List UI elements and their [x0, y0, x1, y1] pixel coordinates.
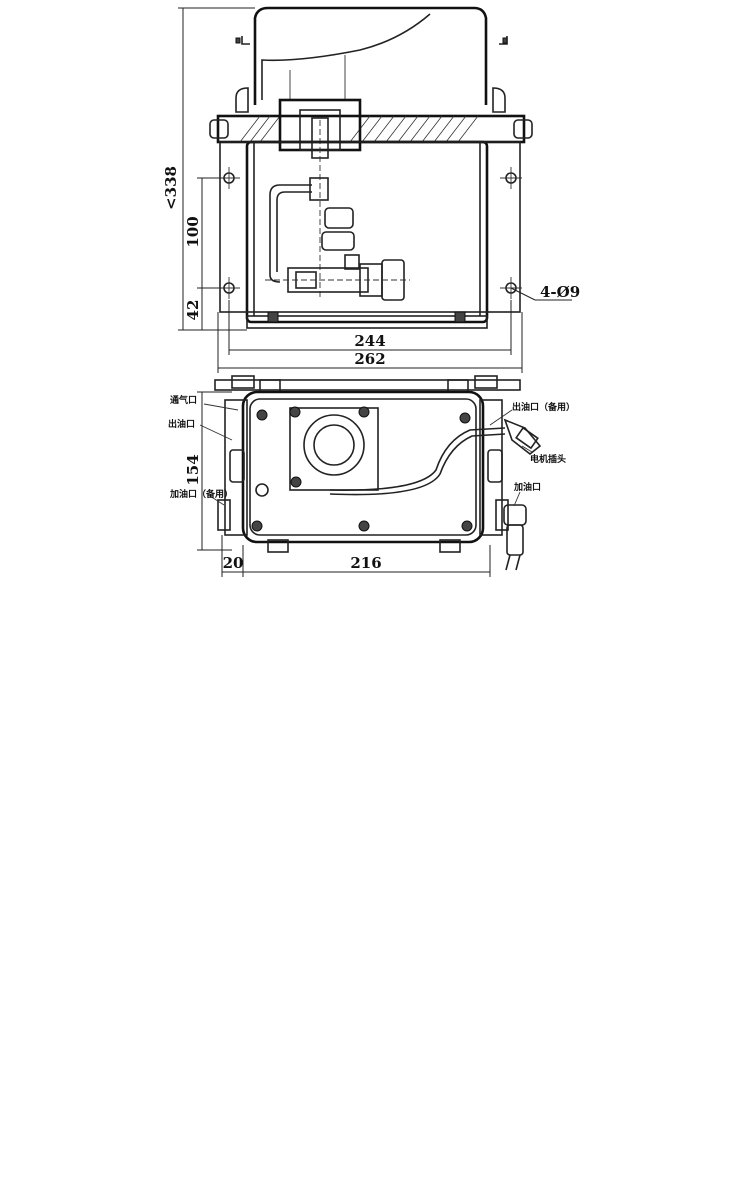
- dim-width: 216: [350, 554, 381, 572]
- label-outlet-port-left: 出油口: [168, 418, 195, 430]
- motor-flange: [289, 407, 379, 491]
- reservoir-cover: [253, 6, 488, 105]
- plan-view: 通气口 出油口 加油口（备用） 出油口（备用） 电机插头 加油口 154 20 …: [168, 375, 575, 577]
- cover-inner-curve: [261, 13, 431, 100]
- dim-bottom-offset: 42: [184, 300, 202, 321]
- hole-callout: 4-Ø9: [540, 283, 580, 301]
- mounting-plate: [219, 141, 521, 313]
- label-fill-port-spare: 加油口（备用）: [169, 488, 233, 500]
- dim-edge-offset: 20: [223, 554, 244, 572]
- front-view: <338 100 42 244 262 4-Ø9: [162, 6, 580, 373]
- tank-body: [245, 140, 489, 324]
- pump-assembly: [265, 177, 410, 301]
- dim-hole-pitch-width: 244: [354, 332, 385, 350]
- dim-total-height: <338: [162, 166, 180, 210]
- label-vent-port: 通气口: [170, 394, 197, 406]
- flange-hatching: [239, 115, 479, 143]
- label-fill-port: 加油口: [513, 481, 541, 493]
- mounting-holes: [218, 167, 522, 299]
- housing: [241, 390, 485, 544]
- motor-connector: [503, 418, 542, 456]
- label-motor-connector: 电机插头: [530, 453, 566, 465]
- motor-cable: [329, 427, 506, 491]
- dim-hole-spacing: 100: [184, 216, 202, 247]
- dim-depth: 154: [184, 454, 202, 485]
- top-flange: [216, 114, 526, 144]
- fill-port-nozzle: [503, 504, 527, 571]
- dim-overall-width: 262: [354, 350, 385, 368]
- label-outlet-port-spare: 出油口（备用）: [512, 401, 575, 413]
